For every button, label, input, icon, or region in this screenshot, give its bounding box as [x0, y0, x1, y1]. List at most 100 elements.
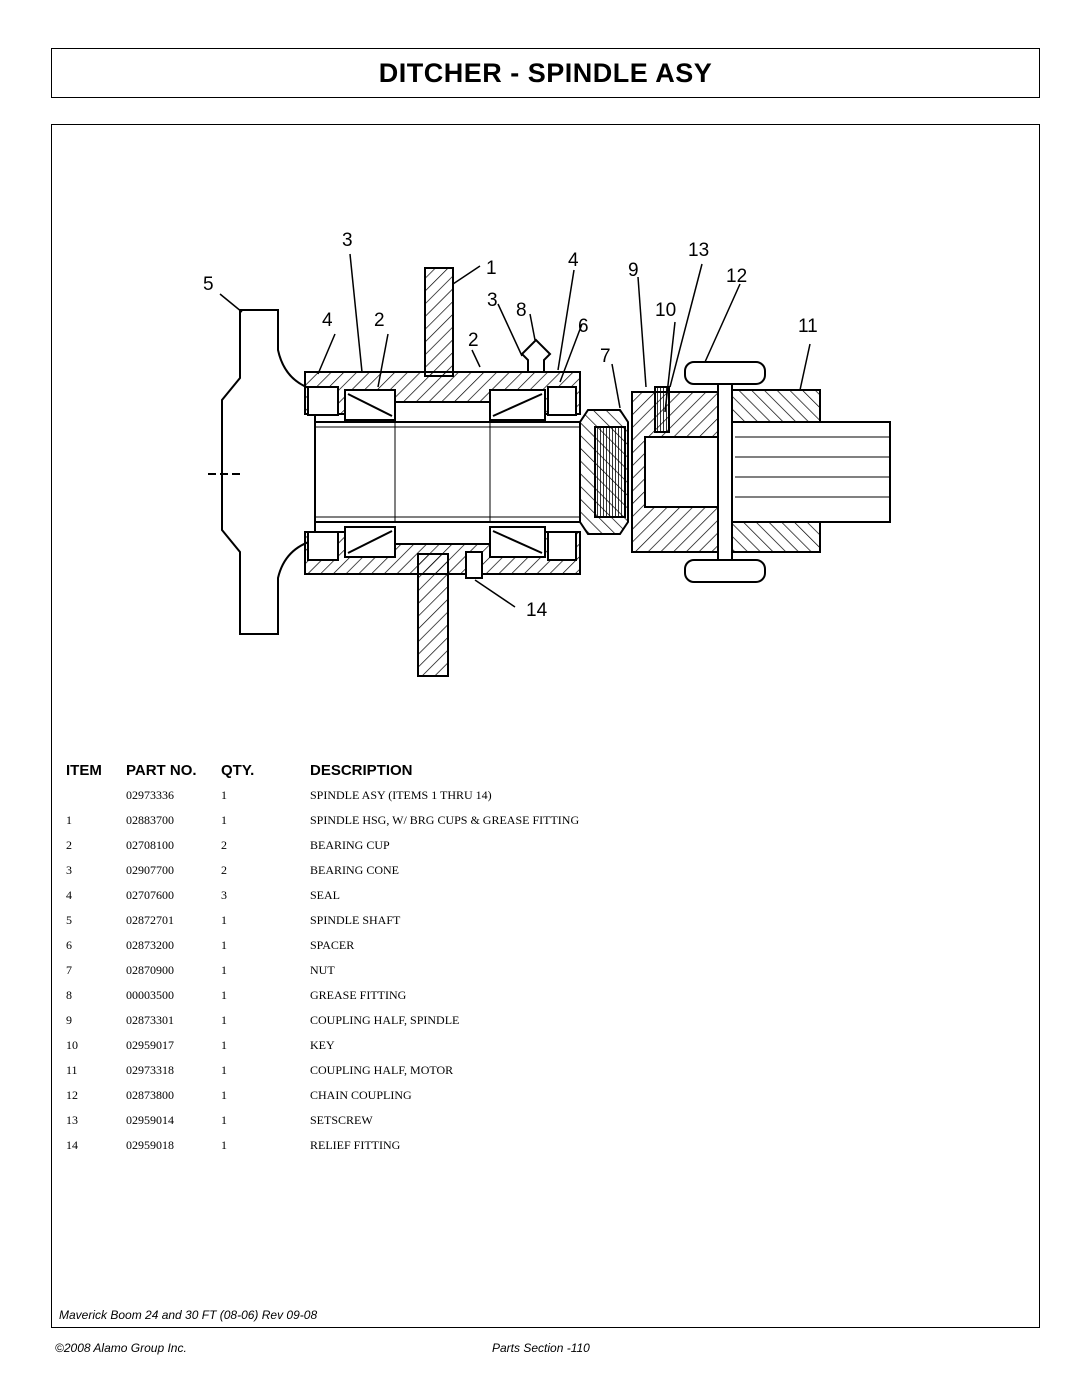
quantity: 1 [221, 913, 227, 927]
description: RELIEF FITTING [310, 1138, 401, 1152]
item-number: 4 [66, 888, 72, 902]
item-number: 5 [66, 913, 72, 927]
footer-model: Maverick Boom 24 and 30 FT (08-06) Rev 0… [59, 1308, 318, 1322]
item-number: 11 [66, 1063, 78, 1077]
part-number: 02873301 [126, 1013, 174, 1027]
callout-9: 9 [628, 260, 639, 281]
description: KEY [310, 1038, 335, 1052]
callout-13: 13 [688, 240, 709, 261]
table-row: 6 02873200 1 SPACER [0, 938, 1080, 963]
item-number: 2 [66, 838, 72, 852]
footer-copyright: ©2008 Alamo Group Inc. [55, 1341, 187, 1355]
quantity: 1 [221, 1138, 227, 1152]
callout-7: 7 [600, 346, 611, 367]
part-number: 02872701 [126, 913, 174, 927]
description: SPACER [310, 938, 355, 952]
coupling-spindle-part [579, 391, 724, 553]
content-box [51, 124, 1040, 1328]
description: BEARING CONE [310, 863, 399, 877]
header-item: ITEM [66, 762, 102, 779]
part-number: 02873200 [126, 938, 174, 952]
part-number: 02959014 [126, 1113, 174, 1127]
table-row: 10 02959017 1 KEY [0, 1038, 1080, 1063]
table-row: 2 02708100 2 BEARING CUP [0, 838, 1080, 863]
part-number: 02707600 [126, 888, 174, 902]
description: COUPLING HALF, SPINDLE [310, 1013, 460, 1027]
table-row: 02973336 1 SPINDLE ASY (ITEMS 1 THRU 14) [0, 788, 1080, 813]
footer-section: Parts Section -110 [492, 1341, 590, 1355]
quantity: 1 [221, 963, 227, 977]
callout-3-lower: 3 [487, 290, 498, 311]
spindle-assembly-diagram: 3 1 4 13 9 12 5 4 2 3 8 10 6 11 2 7 14 [150, 222, 910, 692]
table-row: 13 02959014 1 SETSCREW [0, 1113, 1080, 1138]
page-title: DITCHER - SPINDLE ASY [378, 57, 713, 88]
callout-2: 2 [374, 310, 385, 331]
header-qty: QTY. [221, 762, 255, 779]
description: SEAL [310, 888, 340, 902]
spindle-shaft-part [208, 309, 581, 635]
quantity: 3 [221, 888, 227, 902]
table-row: 9 02873301 1 COUPLING HALF, SPINDLE [0, 1013, 1080, 1038]
table-row: 8 00003500 1 GREASE FITTING [0, 988, 1080, 1013]
quantity: 1 [221, 1038, 227, 1052]
callout-8: 8 [516, 300, 527, 321]
part-number: 02870900 [126, 963, 174, 977]
part-number: 02708100 [126, 838, 174, 852]
description: SPINDLE ASY (ITEMS 1 THRU 14) [310, 788, 492, 802]
callout-14: 14 [526, 600, 548, 621]
quantity: 1 [221, 1063, 227, 1077]
callout-2-lower: 2 [468, 330, 479, 351]
part-number: 00003500 [126, 988, 174, 1002]
quantity: 2 [221, 863, 227, 877]
callout-4: 4 [568, 250, 579, 271]
item-number: 9 [66, 1013, 72, 1027]
item-number: 1 [66, 813, 72, 827]
callout-6: 6 [578, 316, 589, 337]
quantity: 1 [221, 1013, 227, 1027]
header-description: DESCRIPTION [310, 762, 413, 779]
callout-3: 3 [342, 230, 353, 251]
callout-10: 10 [655, 300, 676, 321]
chain-coupling-part [654, 361, 766, 583]
table-row: 11 02973318 1 COUPLING HALF, MOTOR [0, 1063, 1080, 1088]
quantity: 1 [221, 813, 227, 827]
table-row: 14 02959018 1 RELIEF FITTING [0, 1138, 1080, 1163]
item-number: 10 [66, 1038, 78, 1052]
part-number: 02959018 [126, 1138, 174, 1152]
title-box: DITCHER - SPINDLE ASY [51, 48, 1040, 98]
item-number: 14 [66, 1138, 78, 1152]
description: CHAIN COUPLING [310, 1088, 412, 1102]
quantity: 1 [221, 1088, 227, 1102]
quantity: 1 [221, 988, 227, 1002]
description: SPINDLE HSG, W/ BRG CUPS & GREASE FITTIN… [310, 813, 580, 827]
part-number: 02883700 [126, 813, 174, 827]
part-number: 02959017 [126, 1038, 174, 1052]
callout-12: 12 [726, 266, 747, 287]
item-number: 6 [66, 938, 72, 952]
table-row: 5 02872701 1 SPINDLE SHAFT [0, 913, 1080, 938]
callout-1: 1 [486, 258, 497, 279]
item-number: 7 [66, 963, 72, 977]
item-number: 3 [66, 863, 72, 877]
table-row: 7 02870900 1 NUT [0, 963, 1080, 988]
coupling-motor-part [731, 389, 891, 553]
quantity: 1 [221, 938, 227, 952]
callout-4-lower: 4 [322, 310, 333, 331]
fittings [465, 338, 552, 579]
description: GREASE FITTING [310, 988, 407, 1002]
table-row: 3 02907700 2 BEARING CONE [0, 863, 1080, 888]
quantity: 2 [221, 838, 227, 852]
part-number: 02907700 [126, 863, 174, 877]
item-number: 8 [66, 988, 72, 1002]
description: COUPLING HALF, MOTOR [310, 1063, 454, 1077]
description: SPINDLE SHAFT [310, 913, 401, 927]
table-row: 1 02883700 1 SPINDLE HSG, W/ BRG CUPS & … [0, 813, 1080, 838]
header-part-no: PART NO. [126, 762, 197, 779]
quantity: 1 [221, 1113, 227, 1127]
table-row: 12 02873800 1 CHAIN COUPLING [0, 1088, 1080, 1113]
description: BEARING CUP [310, 838, 390, 852]
quantity: 1 [221, 788, 227, 802]
description: SETSCREW [310, 1113, 373, 1127]
part-number: 02873800 [126, 1088, 174, 1102]
item-number: 12 [66, 1088, 78, 1102]
